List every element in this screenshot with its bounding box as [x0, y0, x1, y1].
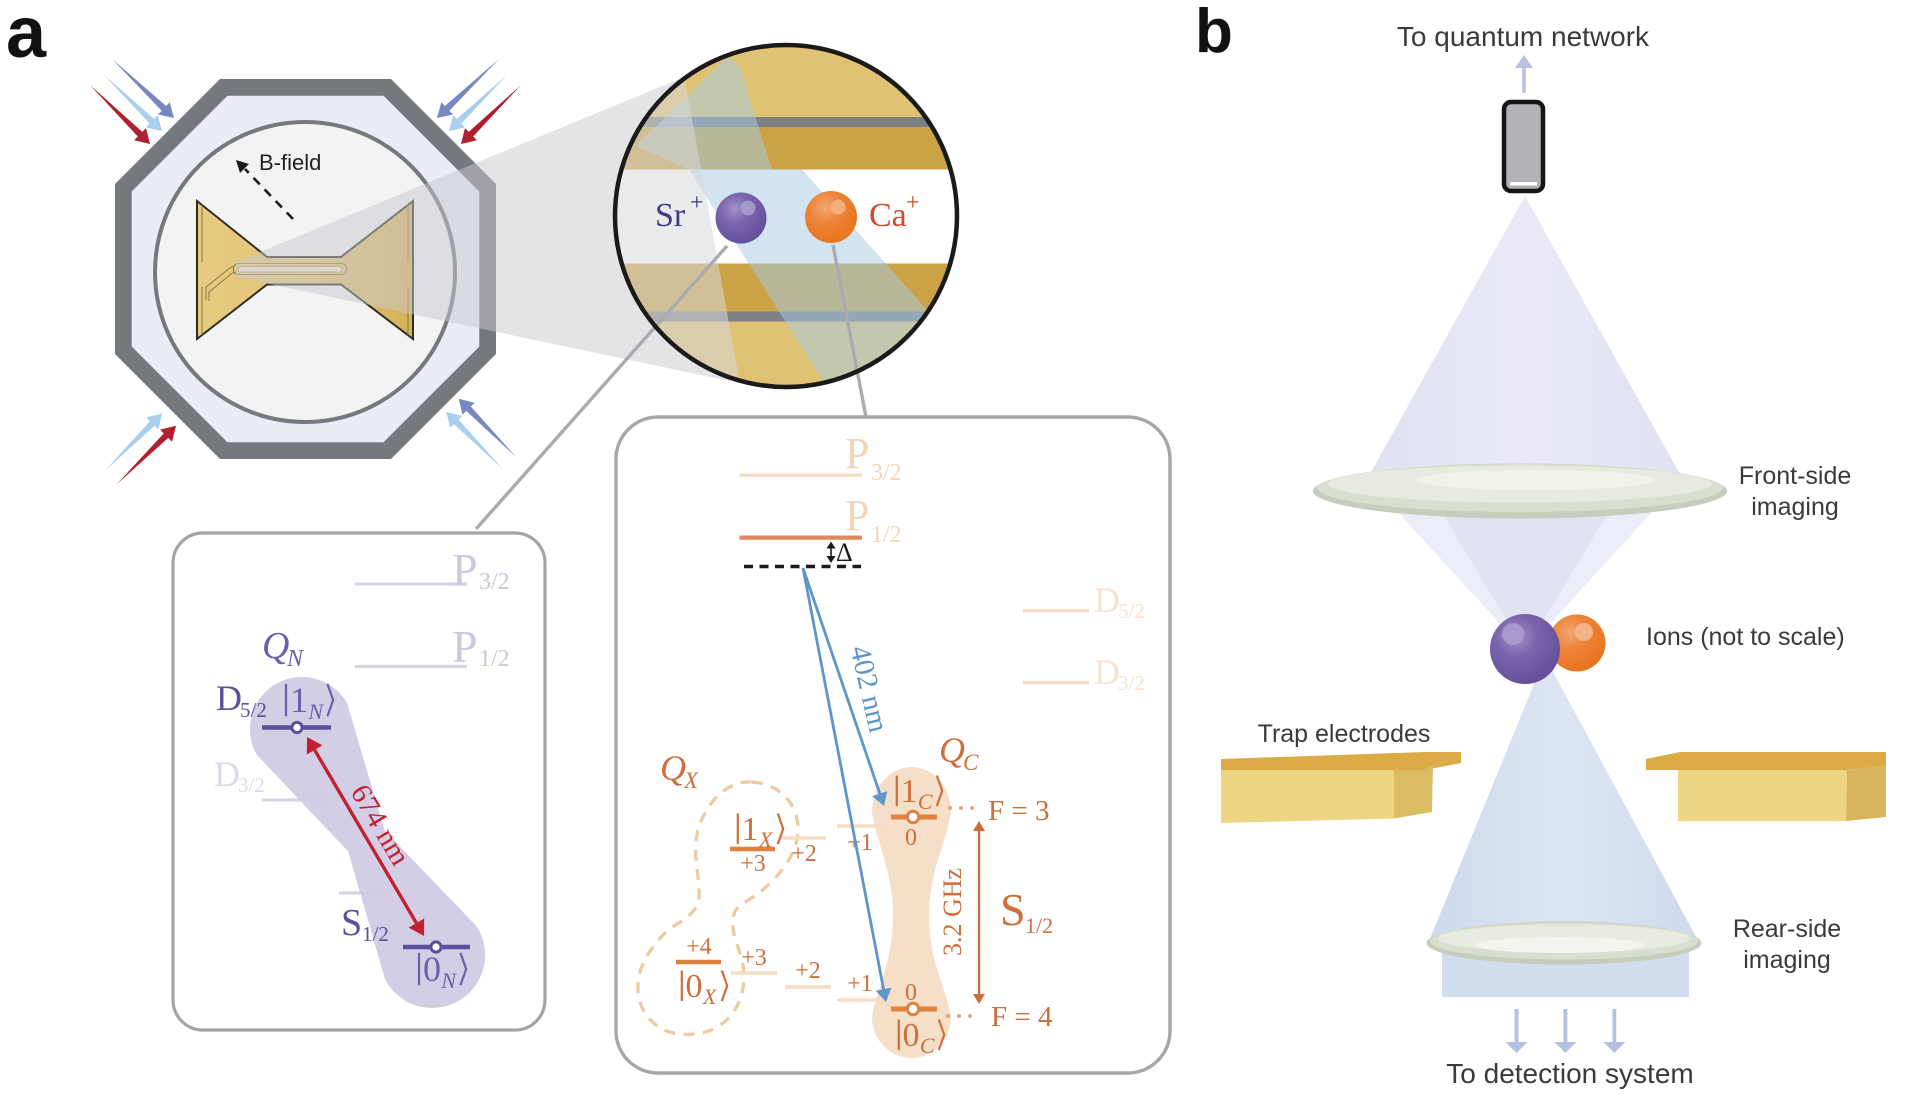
svg-text:C: C [918, 789, 933, 814]
svg-text:1: 1 [290, 680, 308, 720]
svg-text:P: P [452, 621, 478, 672]
svg-text:Q: Q [939, 730, 965, 770]
svg-text:b: b [1195, 0, 1233, 66]
svg-text:3.2 GHz: 3.2 GHz [938, 868, 967, 956]
svg-text:3/2: 3/2 [479, 569, 510, 595]
svg-text:3/2: 3/2 [238, 773, 265, 797]
svg-text:+3: +3 [740, 851, 766, 877]
svg-text:Q: Q [660, 748, 686, 788]
svg-text:+2: +2 [791, 841, 817, 867]
svg-text:1/2: 1/2 [871, 522, 902, 548]
svg-text:3/2: 3/2 [871, 460, 902, 486]
svg-text:imaging: imaging [1743, 946, 1831, 974]
svg-text:To quantum network: To quantum network [1397, 21, 1650, 52]
svg-text:N: N [286, 646, 305, 672]
svg-text:P: P [845, 429, 869, 478]
svg-text:C: C [963, 750, 979, 775]
svg-text:S: S [1000, 884, 1026, 935]
svg-text:F = 3: F = 3 [988, 795, 1049, 827]
svg-text:X: X [758, 827, 774, 852]
svg-text:1/2: 1/2 [362, 922, 389, 946]
svg-text:a: a [6, 0, 47, 73]
svg-text:Ions (not to scale): Ions (not to scale) [1646, 623, 1845, 651]
svg-text:0: 0 [423, 949, 441, 989]
svg-text:1: 1 [901, 773, 918, 810]
svg-text:Front-side: Front-side [1739, 462, 1852, 490]
svg-text:B-field: B-field [259, 150, 321, 175]
svg-text:Q: Q [262, 625, 289, 667]
svg-text:Δ: Δ [836, 538, 853, 567]
svg-text:5/2: 5/2 [240, 698, 267, 722]
svg-text:Rear-side: Rear-side [1733, 915, 1841, 943]
svg-text:+3: +3 [741, 945, 767, 971]
svg-text:D: D [1094, 580, 1120, 620]
svg-text:Ca: Ca [869, 197, 907, 234]
svg-text:P: P [452, 544, 478, 595]
svg-text:C: C [920, 1033, 935, 1058]
svg-text:+: + [906, 190, 920, 216]
svg-text:N: N [307, 699, 324, 724]
svg-text:1/2: 1/2 [479, 646, 510, 672]
svg-text:0: 0 [903, 1017, 920, 1054]
svg-text:+4: +4 [686, 934, 712, 960]
svg-text:D: D [214, 754, 240, 794]
svg-text:Sr: Sr [655, 197, 686, 234]
svg-text:+: + [690, 190, 704, 216]
svg-text:X: X [702, 984, 718, 1009]
svg-text:D: D [1094, 652, 1120, 692]
svg-text:S: S [341, 902, 362, 944]
svg-text:5/2: 5/2 [1118, 599, 1145, 623]
svg-text:0: 0 [905, 825, 917, 851]
svg-text:P: P [845, 491, 869, 540]
svg-text:+2: +2 [795, 958, 821, 984]
svg-text:imaging: imaging [1751, 493, 1839, 521]
svg-text:3/2: 3/2 [1118, 671, 1145, 695]
svg-text:D: D [216, 678, 242, 718]
svg-text:0: 0 [686, 968, 703, 1005]
svg-text:Trap electrodes: Trap electrodes [1258, 720, 1431, 748]
svg-text:N: N [440, 968, 457, 993]
svg-text:1: 1 [742, 811, 759, 848]
svg-text:To detection system: To detection system [1446, 1058, 1693, 1089]
svg-text:+1: +1 [847, 830, 873, 856]
svg-text:+1: +1 [847, 971, 873, 997]
svg-text:X: X [683, 768, 699, 793]
svg-text:1/2: 1/2 [1025, 913, 1053, 938]
svg-text:F = 4: F = 4 [991, 1001, 1053, 1033]
svg-text:0: 0 [905, 980, 917, 1006]
